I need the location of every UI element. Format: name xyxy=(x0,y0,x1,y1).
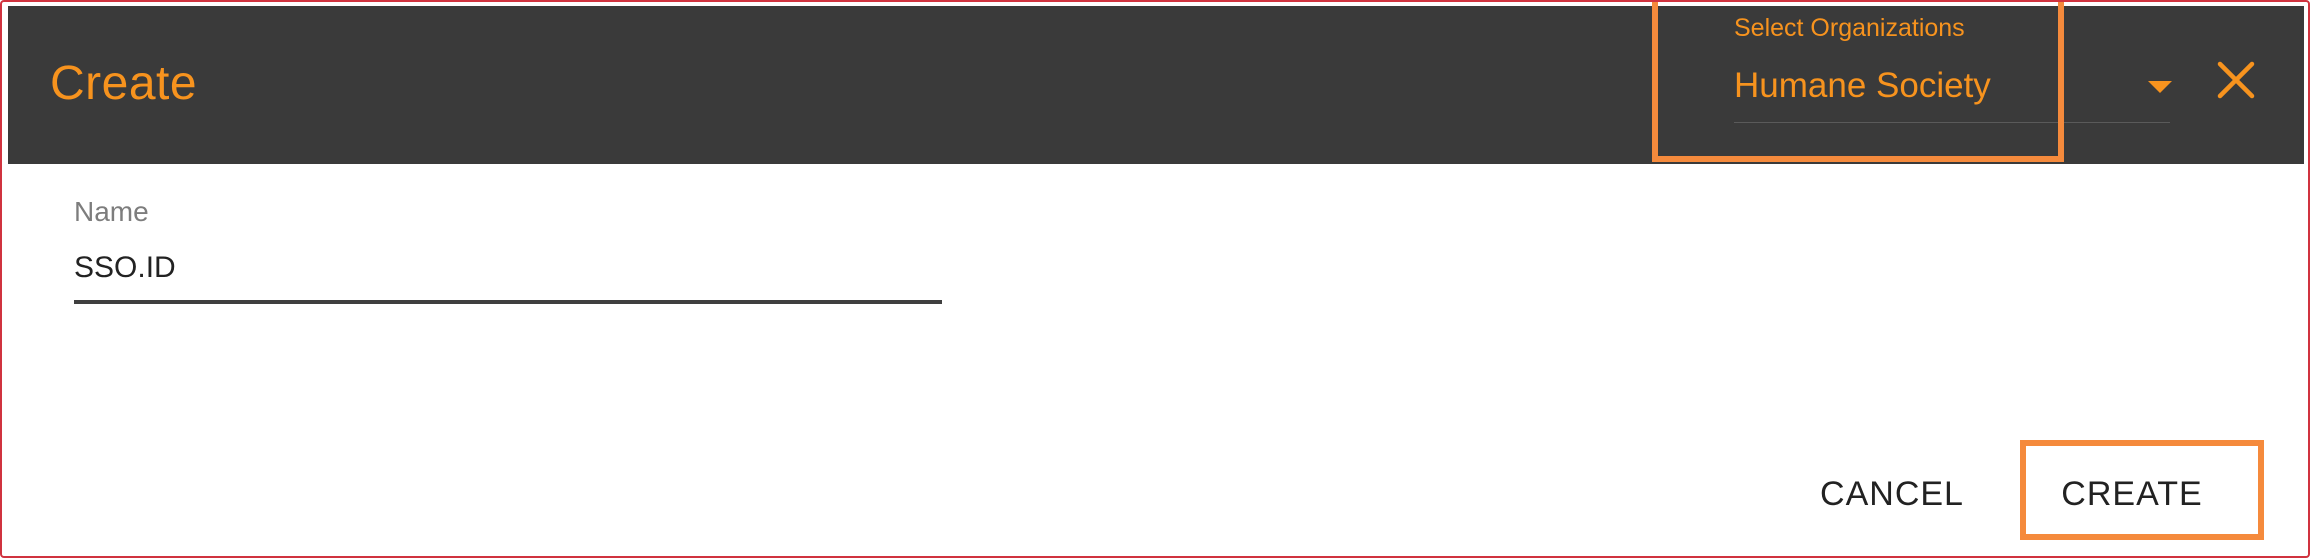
organization-select-label: Select Organizations xyxy=(1734,14,1965,42)
close-icon[interactable] xyxy=(2214,58,2258,102)
chevron-down-icon[interactable] xyxy=(2148,81,2172,93)
organization-select-underline xyxy=(1734,122,2170,123)
dialog-title: Create xyxy=(50,57,198,110)
organization-select[interactable]: Select Organizations Humane Society xyxy=(1734,10,2170,123)
name-field-label: Name xyxy=(74,196,149,227)
cancel-button[interactable]: CANCEL xyxy=(1802,464,1982,524)
name-field: Name xyxy=(74,192,942,308)
name-field-underline xyxy=(74,300,942,304)
dialog-header: Create xyxy=(8,6,2304,164)
create-button[interactable]: CREATE xyxy=(2032,464,2232,524)
name-input[interactable] xyxy=(74,242,942,294)
organization-select-value: Humane Society xyxy=(1734,66,1991,105)
